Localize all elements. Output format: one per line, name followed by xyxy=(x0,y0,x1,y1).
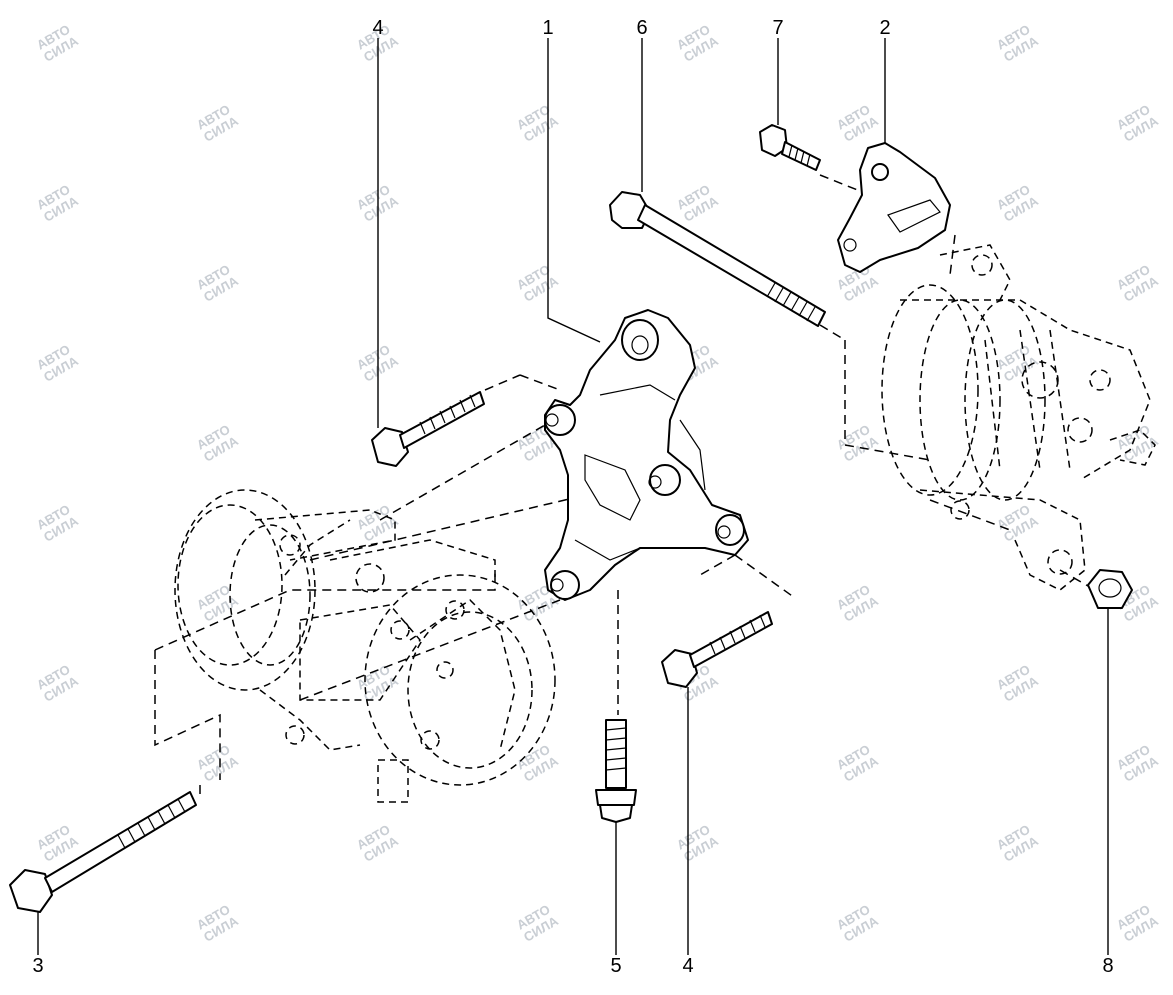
bolt-upper xyxy=(371,391,485,467)
alternator-dashed xyxy=(881,244,1156,591)
nut xyxy=(1087,569,1133,609)
long-bolt-alternator xyxy=(609,191,826,327)
bolt-lower xyxy=(661,611,773,688)
callout-small-bolt: 7 xyxy=(772,17,783,39)
compressor-dashed xyxy=(174,489,556,803)
callout-long-bolt-compressor: 3 xyxy=(32,955,43,977)
tension-bracket xyxy=(837,142,951,273)
mounting-bracket xyxy=(544,309,749,601)
leader-lines xyxy=(37,38,1109,955)
callout-bolt-lower: 4 xyxy=(682,955,693,977)
bolt-vertical xyxy=(595,719,637,823)
long-bolt-compressor xyxy=(9,791,197,913)
callout-mounting-bracket: 1 xyxy=(542,17,553,39)
callout-tension-bracket: 2 xyxy=(879,17,890,39)
callout-labels: 4 1 6 7 2 3 5 4 8 xyxy=(32,17,1113,977)
callout-nut: 8 xyxy=(1102,955,1113,977)
callout-long-bolt-alternator: 6 xyxy=(636,17,647,39)
small-bolt xyxy=(759,124,821,171)
callout-bolt-vertical: 5 xyxy=(610,955,621,977)
callout-bolt-upper: 4 xyxy=(372,17,383,39)
